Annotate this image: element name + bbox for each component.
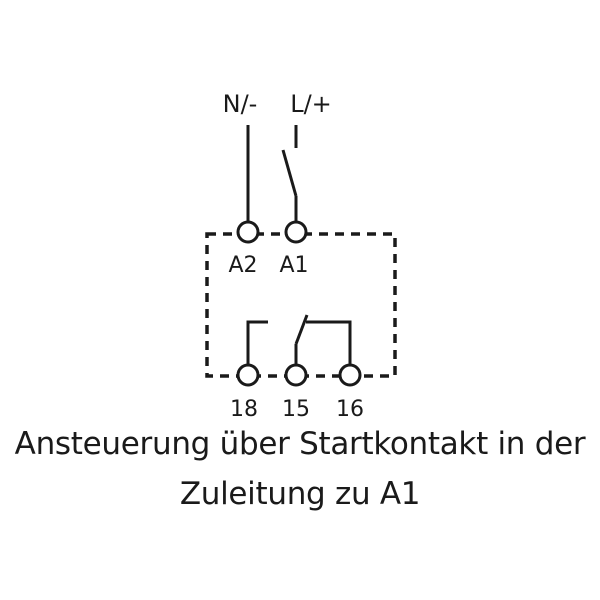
terminal-15 xyxy=(284,363,308,387)
terminal-a2-label: A2 xyxy=(228,253,257,278)
terminal-a1 xyxy=(284,220,308,244)
terminal-18 xyxy=(236,363,260,387)
caption-line-1: Ansteuerung über Startkontakt in der xyxy=(14,426,586,462)
terminal-a2 xyxy=(236,220,260,244)
terminal-15-label: 15 xyxy=(282,397,310,422)
terminal-18-label: 18 xyxy=(230,397,258,422)
line-label: L/+ xyxy=(290,90,332,118)
neutral-label: N/- xyxy=(223,90,258,118)
terminal-16-label: 16 xyxy=(336,397,364,422)
start-contact-switch xyxy=(281,125,298,222)
terminal-16 xyxy=(338,363,362,387)
terminal-a1-label: A1 xyxy=(279,253,308,278)
caption-line-2: Zuleitung zu A1 xyxy=(179,476,421,512)
output-contact xyxy=(246,314,352,364)
